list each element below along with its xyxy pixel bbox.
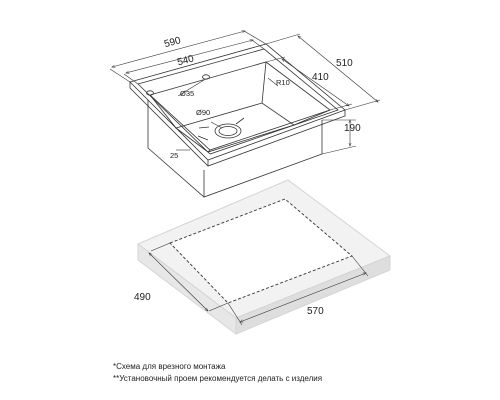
dim-540	[123, 40, 265, 85]
sink-body	[129, 43, 346, 198]
tap-hole-diameter-label: Ø35	[180, 89, 194, 98]
dim-570-label: 570	[307, 306, 324, 317]
drain-outlet	[214, 123, 242, 139]
dim-410-label: 410	[312, 72, 329, 83]
note-line-1: *Схема для врезного монтажа	[113, 362, 226, 371]
tap-hole-1	[146, 90, 154, 96]
radius-label: R10	[276, 78, 290, 87]
note-line-2: **Установочный проем рекомендуется делат…	[113, 374, 323, 383]
dim-540-label: 540	[176, 53, 195, 68]
countertop-slab	[137, 179, 392, 336]
notes: *Схема для врезного монтажа **Установочн…	[113, 361, 493, 385]
dim-190-label: 190	[344, 123, 361, 134]
dim-410	[265, 56, 353, 111]
sink-outer-walls	[147, 100, 323, 198]
dim-570	[227, 255, 369, 326]
tap-hole-2	[202, 74, 210, 80]
step-label: 25	[170, 151, 178, 160]
sink-rim-inner	[137, 48, 339, 155]
drain-diameter-label: Ø90	[196, 108, 210, 117]
dim-510-label: 510	[336, 58, 353, 69]
dim-490	[149, 242, 229, 311]
dim-190	[321, 120, 357, 155]
dim-490-label: 490	[134, 292, 151, 303]
dim-590-label: 590	[163, 35, 182, 50]
